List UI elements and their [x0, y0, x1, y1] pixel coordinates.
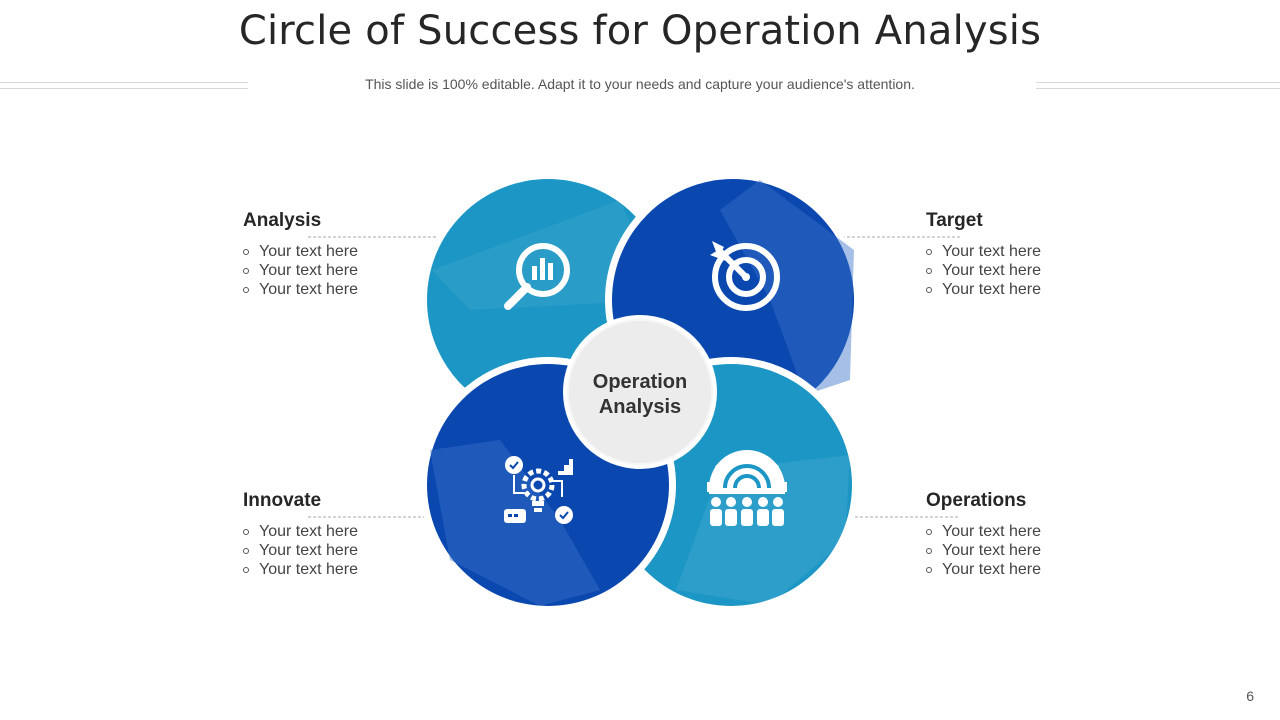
section-list-innovate: Your text here Your text here Your text … [243, 522, 443, 579]
center-label-line1: Operation [593, 371, 687, 393]
bullet-icon [243, 267, 249, 274]
bullet-icon [926, 566, 932, 573]
bullet-icon [926, 267, 932, 274]
list-item: Your text here [926, 560, 1126, 579]
bullet-icon [243, 528, 249, 535]
page-number: 6 [1246, 688, 1254, 704]
center-label-line2: Analysis [599, 396, 681, 418]
section-list-analysis: Your text here Your text here Your text … [243, 242, 443, 299]
section-operations: Operations Your text here Your text here… [926, 490, 1126, 579]
magnifier-chart-icon [504, 243, 570, 310]
section-innovate: Innovate Your text here Your text here Y… [243, 490, 443, 579]
bullet-icon [926, 528, 932, 535]
bullet-icon [926, 286, 932, 293]
center-circle: Operation Analysis [563, 315, 717, 469]
title-rule-right [1036, 82, 1280, 83]
list-item: Your text here [243, 541, 443, 560]
list-item: Your text here [926, 522, 1126, 541]
bullet-icon [926, 547, 932, 554]
title-rule-right-2 [1036, 88, 1280, 89]
innovation-lightbulb-gear-icon [504, 456, 573, 524]
section-label-innovate: Innovate [243, 490, 322, 511]
slide-subtitle: This slide is 100% editable. Adapt it to… [365, 76, 915, 92]
section-list-operations: Your text here Your text here Your text … [926, 522, 1126, 579]
bullet-icon [926, 248, 932, 255]
bullet-icon [243, 566, 249, 573]
list-item: Your text here [243, 242, 443, 261]
section-label-operations: Operations [926, 490, 1027, 511]
list-item: Your text here [243, 560, 443, 579]
slide-title: Circle of Success for Operation Analysis [238, 8, 1042, 54]
list-item: Your text here [926, 280, 1126, 299]
list-item: Your text here [243, 261, 443, 280]
list-item: Your text here [926, 261, 1126, 280]
title-rule-left [0, 82, 248, 83]
section-label-target: Target [926, 210, 983, 231]
list-item: Your text here [926, 242, 1126, 261]
target-arrow-icon [710, 241, 780, 311]
title-rule-left-2 [0, 88, 248, 89]
list-item: Your text here [926, 541, 1126, 560]
bullet-icon [243, 248, 249, 255]
section-list-target: Your text here Your text here Your text … [926, 242, 1126, 299]
bullet-icon [243, 547, 249, 554]
bullet-icon [243, 286, 249, 293]
section-label-analysis: Analysis [243, 210, 322, 231]
list-item: Your text here [243, 522, 443, 541]
section-target: Target Your text here Your text here You… [926, 210, 1126, 299]
list-item: Your text here [243, 280, 443, 299]
section-analysis: Analysis Your text here Your text here Y… [243, 210, 443, 299]
gear-team-icon [707, 450, 787, 526]
